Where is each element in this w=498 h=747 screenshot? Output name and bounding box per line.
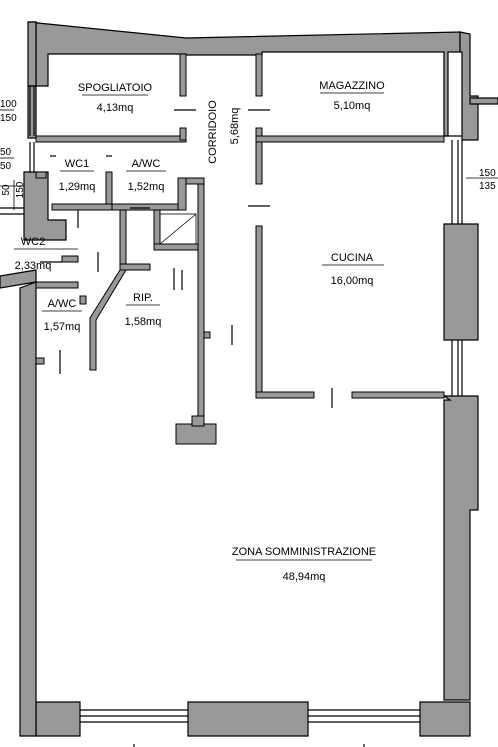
room-area-spogliatoio: 4,13mq — [97, 102, 134, 114]
room-name-rip: RIP. — [133, 292, 153, 304]
dim-left-b-top: 50 — [0, 147, 12, 158]
room-name-spogliatoio: SPOGLIATOIO — [78, 82, 153, 94]
dim-left-a-bottom: 150 — [0, 113, 17, 124]
room-area-wc2: 2,33mq — [15, 260, 52, 272]
dim-left-b-bottom: 50 — [0, 161, 12, 172]
labels: SPOGLIATOIO 4,13mq MAGAZZINO 5,10mq CORR… — [0, 80, 496, 583]
dimension-marks — [0, 109, 498, 210]
room-name-corridoio: CORRIDOIO — [207, 100, 219, 164]
room-name-awc2: A/WC — [48, 298, 77, 310]
room-name-wc2: WC2 — [21, 236, 45, 248]
room-area-corridoio: 5,68mq — [229, 108, 241, 145]
dim-left-c-b: 150 — [15, 181, 26, 198]
room-name-awc1: A/WC — [132, 158, 161, 170]
outer-walls — [0, 21, 498, 737]
room-name-wc1: WC1 — [65, 158, 89, 170]
dim-right-bottom: 135 — [479, 181, 496, 192]
room-name-cucina: CUCINA — [331, 252, 374, 264]
room-area-magazzino: 5,10mq — [334, 100, 371, 112]
partitions — [35, 53, 445, 445]
room-area-awc2: 1,57mq — [44, 321, 81, 333]
room-area-cucina: 16,00mq — [331, 275, 374, 287]
dim-left-c-a: 50 — [1, 184, 12, 196]
room-area-rip: 1,58mq — [125, 316, 162, 328]
room-area-awc1: 1,52mq — [128, 181, 165, 193]
dim-left-a-top: 100 — [0, 99, 17, 110]
dim-right-top: 150 — [479, 168, 496, 179]
room-name-magazzino: MAGAZZINO — [319, 80, 385, 92]
room-area-wc1: 1,29mq — [59, 181, 96, 193]
room-area-zona: 48,94mq — [283, 571, 326, 583]
stair — [159, 213, 197, 245]
room-name-zona: ZONA SOMMINISTRAZIONE — [232, 546, 376, 558]
windows — [0, 86, 463, 747]
